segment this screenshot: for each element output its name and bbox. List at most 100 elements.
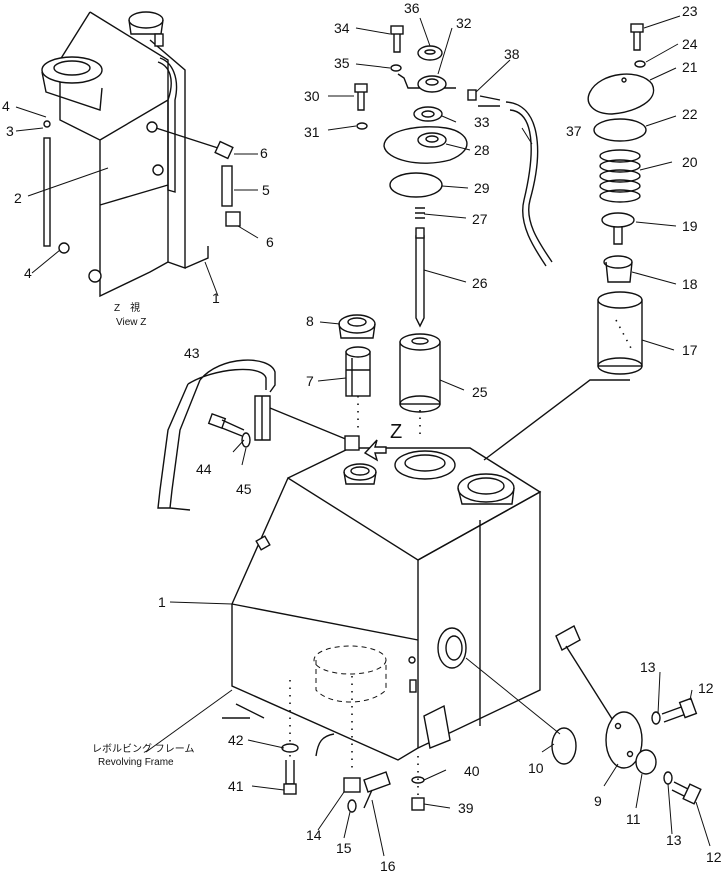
part-15-plug: [347, 799, 357, 813]
view-z-hose: [221, 165, 233, 207]
part-7-strainer: [345, 351, 371, 397]
label-12-lower: 12: [706, 849, 722, 865]
part-18-retainer: [603, 255, 633, 269]
side-cover-assembly: [465, 625, 702, 805]
label-45: 45: [236, 481, 252, 497]
part-19-valve: [601, 212, 635, 228]
part-39-plug: [411, 797, 425, 811]
label-33: 33: [474, 114, 490, 130]
part-9-pipe: [555, 625, 581, 651]
part-22-o-ring: [593, 118, 647, 142]
revolving-frame-caption-en: Revolving Frame: [98, 757, 174, 768]
label-13-upper: 13: [640, 659, 656, 675]
label-18: 18: [682, 276, 698, 292]
label-5: 5: [262, 182, 270, 198]
suction-strainer-assembly: [587, 23, 655, 375]
label-20: 20: [682, 154, 698, 170]
label-37: 37: [566, 123, 582, 139]
part-10-o-ring: [551, 727, 577, 765]
part-27-spring: [415, 207, 425, 219]
part-35-washer: [390, 64, 402, 72]
return-filter-assembly: [399, 207, 441, 440]
label-22: 22: [682, 106, 698, 122]
label-14: 14: [306, 827, 322, 843]
view-z-inset: Z 視 View Z: [15, 11, 259, 328]
part-25-filter: [399, 341, 441, 405]
label-36: 36: [404, 0, 420, 16]
part-38-clip: [467, 89, 477, 101]
part-26-rod: [415, 235, 425, 328]
part-32-breather: [417, 75, 447, 93]
tank-front-face: [231, 476, 419, 761]
part-number-labels: 1 1 2 3 4 4 5 6 6 7 8 9 10 11 12 12 13 1…: [2, 0, 722, 874]
leader-lines: [169, 15, 711, 857]
label-4-upper: 4: [2, 98, 10, 114]
view-z-elbow-lower: [225, 211, 241, 227]
part-29-o-ring: [389, 172, 443, 198]
view-z-arrow: [363, 439, 387, 462]
label-25: 25: [472, 384, 488, 400]
label-43: 43: [184, 345, 200, 361]
label-41: 41: [228, 778, 244, 794]
tank-bottom-hatch: [423, 704, 451, 749]
top-cover-assembly: [354, 25, 630, 461]
view-z-tank-outline: [59, 11, 209, 298]
bottom-fittings: [281, 743, 425, 813]
part-12-bolt-lower: [682, 783, 702, 805]
part-37-hose: [505, 101, 553, 267]
label-12-upper: 12: [698, 680, 714, 696]
label-27: 27: [472, 211, 488, 227]
label-16: 16: [380, 858, 396, 874]
label-17: 17: [682, 342, 698, 358]
label-34: 34: [334, 20, 350, 36]
view-z-caption-en: View Z: [116, 317, 146, 328]
part-21-cover: [587, 73, 655, 115]
handrail: [157, 359, 360, 511]
part-16-valve: [363, 771, 391, 793]
label-29: 29: [474, 180, 490, 196]
strainer-and-cap: [338, 314, 376, 430]
label-6-lower: 6: [266, 234, 274, 250]
label-24: 24: [682, 36, 698, 52]
label-13-lower: 13: [666, 832, 682, 848]
revolving-frame-mark: [222, 703, 265, 719]
label-23: 23: [682, 3, 698, 19]
label-1-main: 1: [158, 594, 166, 610]
label-4-lower: 4: [24, 265, 32, 281]
part-33-gasket: [413, 106, 443, 122]
part-11-plug: [635, 749, 657, 775]
label-32: 32: [456, 15, 472, 31]
label-8: 8: [306, 313, 314, 329]
view-z-elbow-upper: [214, 140, 234, 160]
view-z-breather: [128, 11, 164, 29]
label-44: 44: [196, 461, 212, 477]
part-41-bolt: [285, 760, 295, 785]
part-30-bolt: [357, 90, 365, 111]
part-13-washer-upper: [651, 711, 661, 725]
label-6-upper: 6: [260, 145, 268, 161]
part-42-washer: [281, 743, 299, 753]
part-17-element: [597, 299, 643, 367]
label-1-view-z: 1: [212, 290, 220, 306]
bolt-44-washer-45: [207, 413, 251, 448]
label-30: 30: [304, 88, 320, 104]
label-31: 31: [304, 124, 320, 140]
part-12-bolt-upper: [678, 697, 698, 719]
label-40: 40: [464, 763, 480, 779]
label-11: 11: [626, 811, 641, 827]
label-39: 39: [458, 800, 474, 816]
label-7: 7: [306, 373, 314, 389]
part-23-bolt: [633, 30, 641, 51]
part-20-spring: [599, 149, 641, 203]
part-14-elbow: [343, 777, 361, 793]
label-42: 42: [228, 732, 244, 748]
part-31-washer: [356, 122, 368, 130]
part-34-bolt: [393, 30, 401, 53]
label-10: 10: [528, 760, 544, 776]
label-3: 3: [6, 123, 14, 139]
label-19: 19: [682, 218, 698, 234]
label-9: 9: [594, 793, 602, 809]
part-36-cap: [417, 45, 443, 61]
view-z-caption-jp: Z 視: [114, 301, 140, 314]
